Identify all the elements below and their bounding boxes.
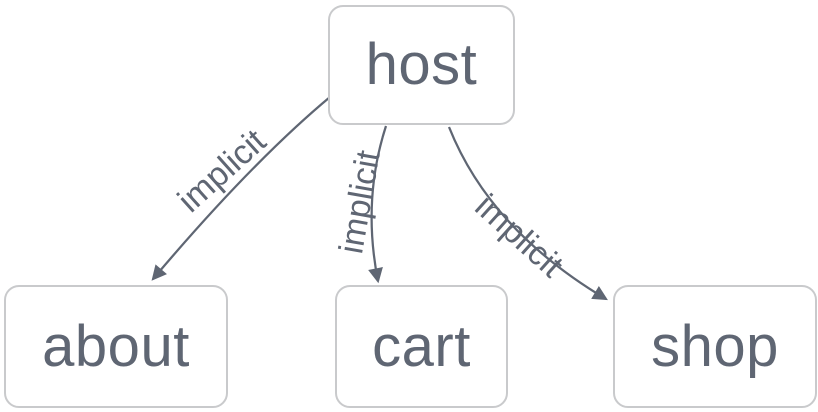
node-shop-label: shop <box>651 313 779 379</box>
node-shop[interactable]: shop <box>613 285 817 408</box>
node-host-label: host <box>365 32 478 97</box>
edge-host-about <box>151 96 331 281</box>
node-cart[interactable]: cart <box>335 285 508 408</box>
edge-host-cart <box>368 125 388 284</box>
node-about-label: about <box>42 313 190 379</box>
node-host[interactable]: host <box>328 5 515 125</box>
node-about[interactable]: about <box>4 285 228 408</box>
node-cart-label: cart <box>372 313 471 379</box>
edge-host-shop <box>447 126 608 301</box>
